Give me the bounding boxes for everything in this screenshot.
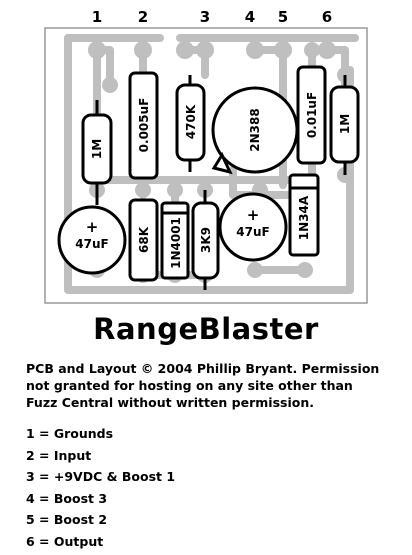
pin-number-1: 1 [92, 8, 102, 26]
description-line: not granted for hosting on any site othe… [26, 378, 353, 393]
resistor-68k [128, 198, 159, 282]
label-1m-right: 1M [338, 114, 352, 134]
label-1m-left: 1M [90, 139, 104, 159]
legend-item-boost2: 5 = Boost 2 [26, 512, 108, 528]
label-470k: 470K [184, 104, 198, 139]
resistor-1m-left [81, 113, 113, 185]
label-2n388: 2N388 [248, 108, 262, 151]
legend-item-input: 2 = Input [26, 447, 92, 463]
pcb-layout-diagram: 1 2 3 4 5 6 [44, 8, 368, 304]
label-001uf: 0.01uF [305, 92, 319, 138]
components [57, 65, 360, 290]
label-68k: 68K [137, 226, 151, 253]
pin-number-3: 3 [200, 8, 210, 26]
label-plus-left: + [86, 218, 99, 236]
label-0005uf: 0.005uF [137, 98, 151, 153]
capacitor-47uf-left [57, 205, 127, 275]
resistor-1m-right [329, 85, 360, 164]
description: PCB and Layout © 2004 Phillip Bryant. Pe… [26, 360, 406, 411]
capacitor-0005uf [128, 71, 159, 180]
label-1n4001: 1N4001 [169, 217, 183, 269]
label-3k9: 3K9 [199, 227, 213, 253]
capacitor-47uf-right [218, 192, 288, 262]
label-1n34a: 1N34A [297, 195, 311, 240]
legend-item-output: 6 = Output [26, 533, 104, 549]
label-47uf-right: 47uF [236, 225, 269, 239]
legend-item-power-boost1: 3 = +9VDC & Boost 1 [26, 469, 176, 485]
resistor-3k9 [191, 201, 220, 280]
pin-number-6: 6 [322, 8, 332, 26]
pin-legend: 1 = Grounds 2 = Input 3 = +9VDC & Boost … [26, 423, 175, 553]
page-title: RangeBlaster [93, 312, 319, 346]
capacitor-001uf [296, 65, 327, 165]
pin-number-4: 4 [245, 8, 255, 26]
description-line: Fuzz Central without written permission. [26, 395, 314, 410]
board-outline [44, 27, 368, 304]
legend-item-grounds: 1 = Grounds [26, 426, 114, 441]
component-labels: 1M 0.005uF 470K 2N388 0.01uF 1M + 47uF 6… [75, 92, 352, 269]
description-line: PCB and Layout © 2004 Phillip Bryant. Pe… [26, 361, 380, 376]
diode-1n4001 [160, 201, 190, 280]
pin-number-5: 5 [278, 8, 288, 26]
resistor-470k [175, 83, 206, 162]
pin-number-2: 2 [138, 8, 148, 26]
label-plus-right: + [247, 206, 260, 224]
label-47uf-left: 47uF [75, 237, 108, 251]
legend-item-boost3: 4 = Boost 3 [26, 490, 108, 506]
diode-1n34a [288, 173, 320, 257]
